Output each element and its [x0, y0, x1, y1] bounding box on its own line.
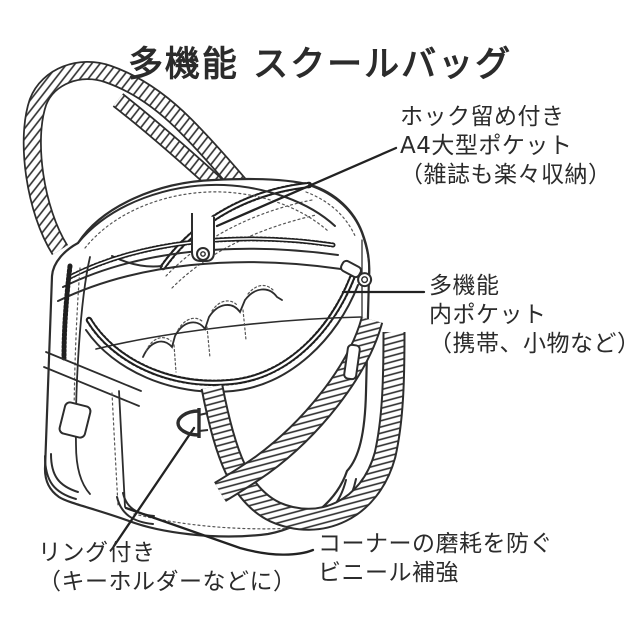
snap-button	[196, 247, 210, 261]
callout-a4-pocket-line1: ホック留め付き	[400, 104, 565, 130]
inner-pockets	[142, 284, 283, 373]
a4-pocket-flap	[77, 183, 336, 244]
callout-inner-pocket-line1: 多機能	[429, 273, 500, 299]
callout-ring-line1: リング付き	[38, 540, 156, 566]
zipper-slider	[339, 259, 373, 288]
callout-a4-pocket: ホック留め付き A4大型ポケット （雑誌も楽々収納）	[400, 103, 612, 190]
callout-corner-line2: ビニール補強	[318, 560, 459, 586]
side-tab	[58, 401, 92, 439]
callout-a4-pocket-line2: A4大型ポケット	[400, 133, 573, 159]
snap-button-strap	[191, 213, 215, 262]
leader-line-a4-pocket	[215, 146, 398, 228]
callout-inner-pocket-line3: （携帯、小物など）	[429, 331, 640, 357]
bag-details	[43, 181, 371, 530]
callout-corner-line1: コーナーの磨耗を防ぐ	[318, 531, 553, 557]
main-zipper-front-edge	[85, 274, 356, 387]
page-title: 多機能 スクールバッグ	[127, 45, 513, 85]
callout-inner-pocket-line2: 内ポケット	[429, 302, 547, 328]
main-zipper-back-edge	[159, 181, 313, 271]
callout-ring-line2: （キーホルダーなどに）	[38, 569, 297, 595]
shoulder-strap	[200, 316, 406, 531]
leader-line-ring	[112, 426, 196, 548]
callout-corner: コーナーの磨耗を防ぐ ビニール補強	[318, 530, 553, 588]
strap-tab	[343, 343, 361, 381]
callout-inner-pocket: 多機能 内ポケット （携帯、小物など）	[429, 272, 640, 359]
d-ring	[176, 408, 209, 438]
callout-a4-pocket-line3: （雑誌も楽々収納）	[400, 162, 612, 188]
callout-ring: リング付き （キーホルダーなどに）	[38, 539, 297, 597]
leader-line-corner	[124, 506, 315, 556]
